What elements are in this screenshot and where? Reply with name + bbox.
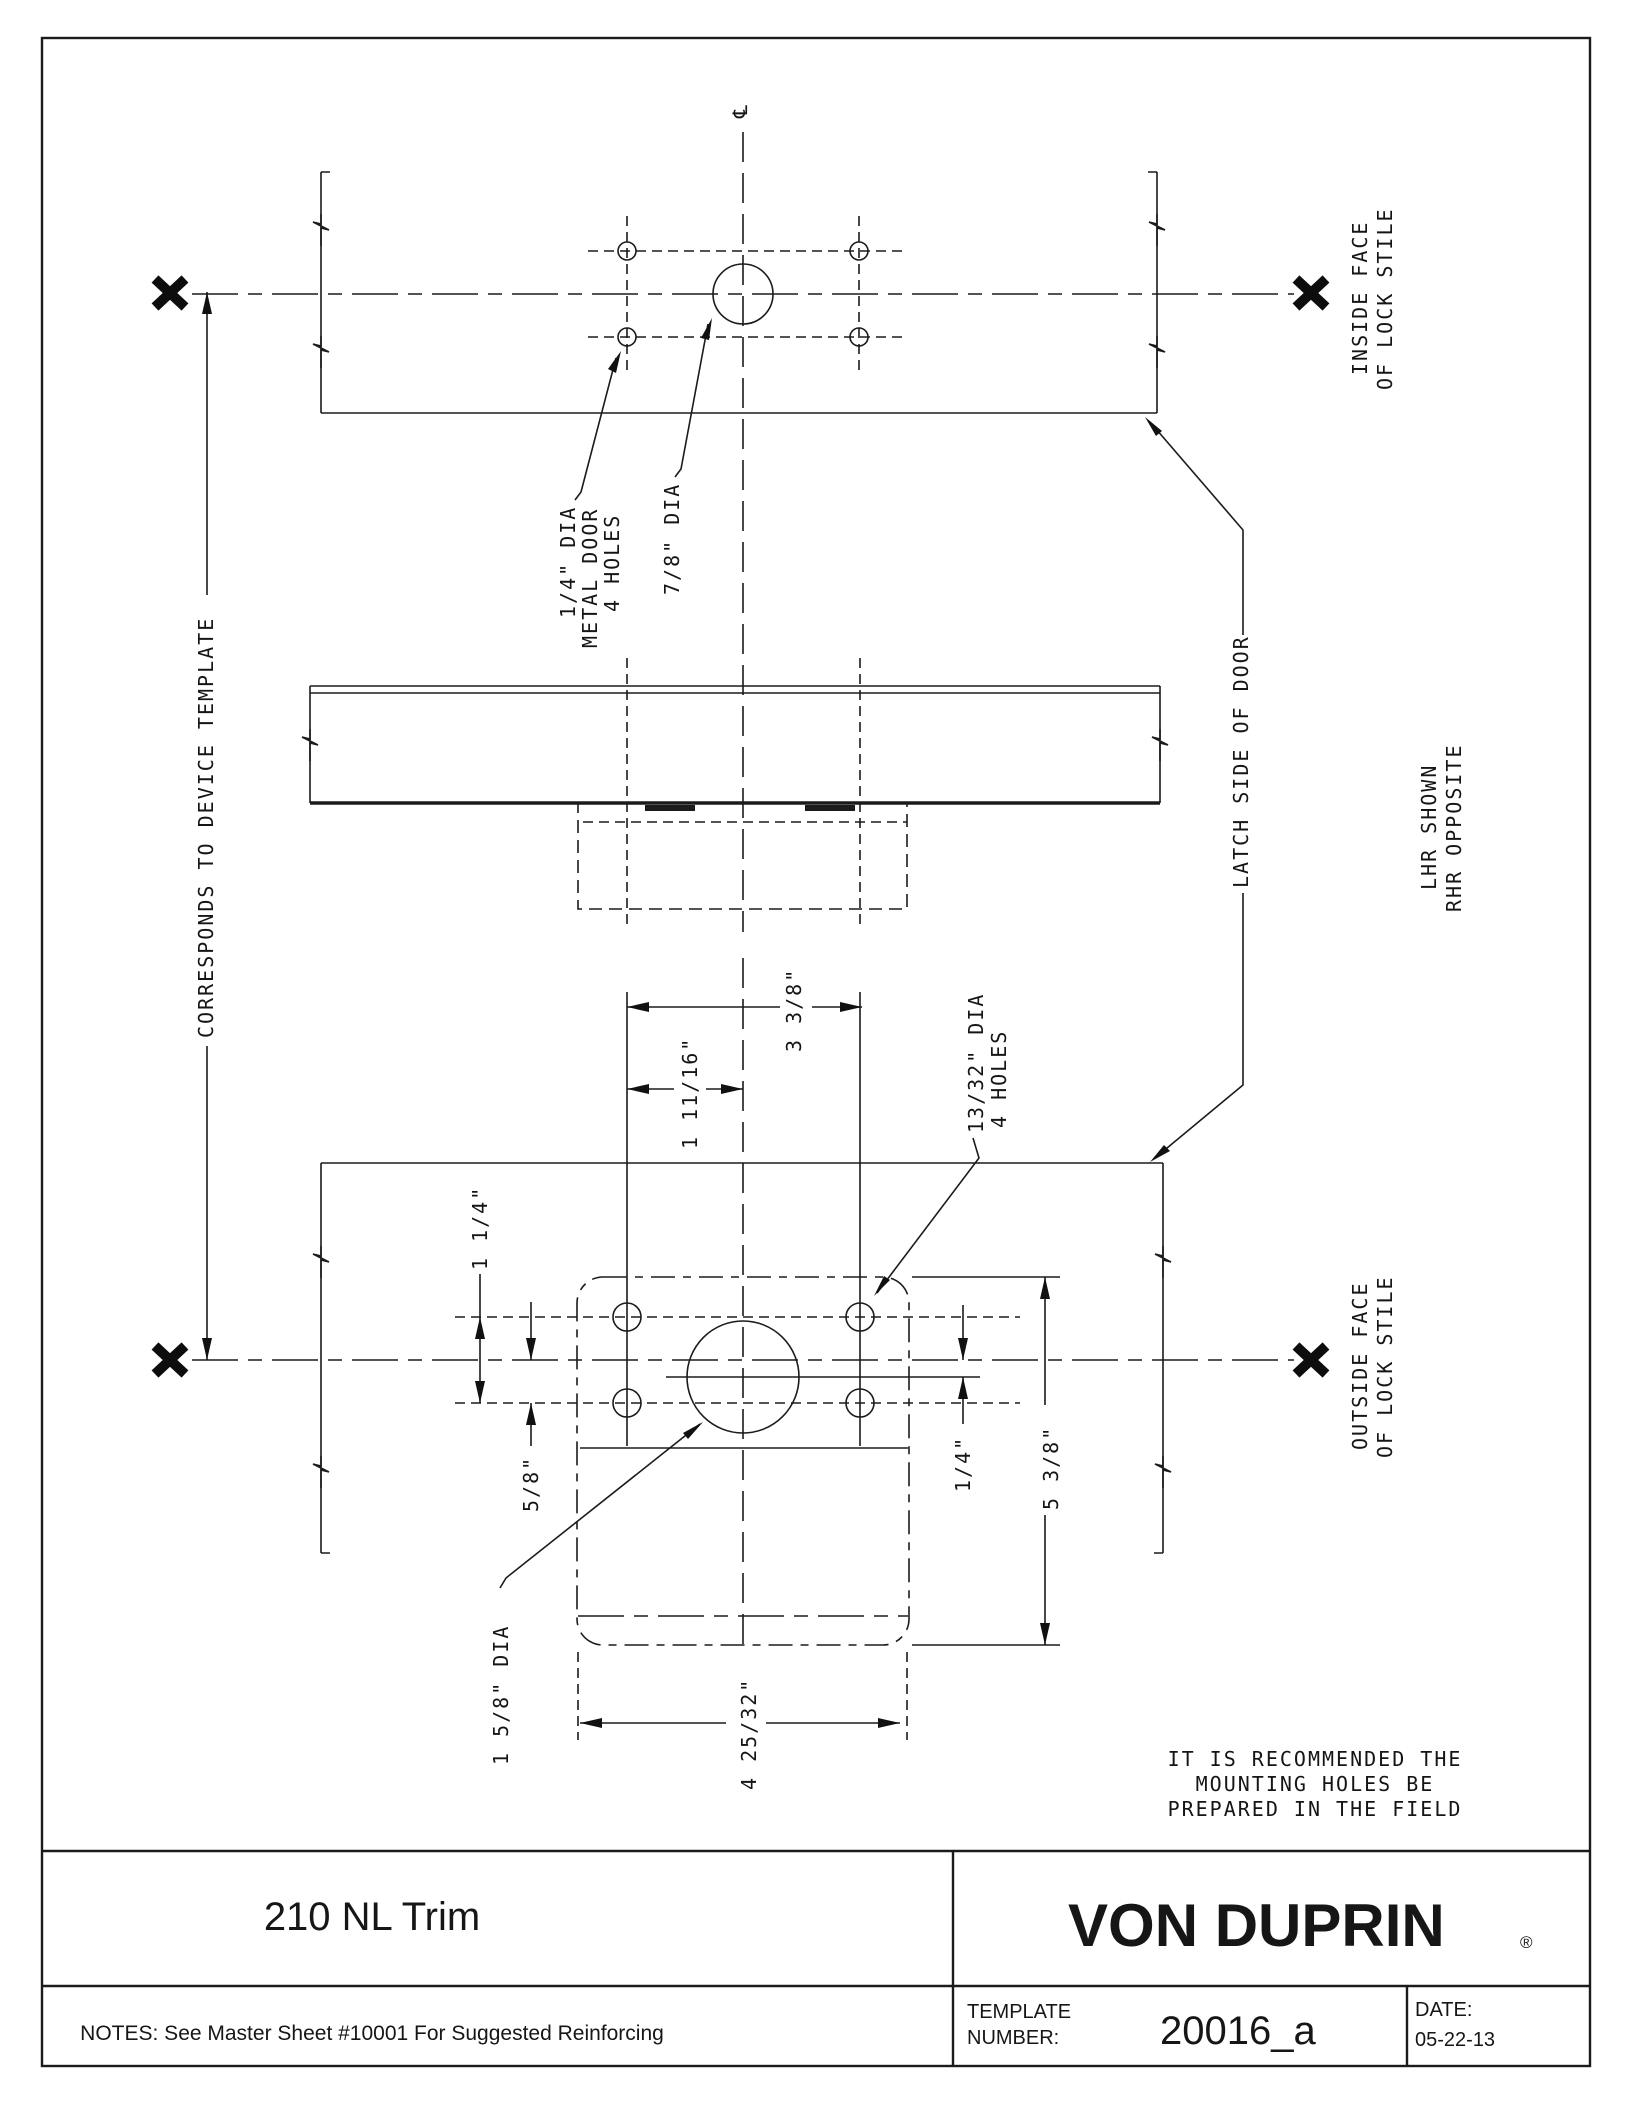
latch-side-label: LATCH SIDE OF DOOR: [1229, 635, 1253, 888]
handing-label-2: RHR OPPOSITE: [1442, 744, 1466, 913]
page-border: [40, 36, 1592, 2068]
hole-callout-label-1: 13/32" DIA: [964, 993, 988, 1133]
hole-callout-label-2: 4 HOLES: [987, 1030, 1011, 1128]
dim-col-to-center: 1 11/16": [678, 1037, 702, 1149]
x-marks: [151, 275, 1330, 1378]
centerlines: [192, 132, 1294, 1650]
field-note: IT IS RECOMMENDED THE MOUNTING HOLES BE …: [1168, 1747, 1463, 1821]
template-number: 20016_a: [1160, 2009, 1316, 2053]
dim-center-to-row: 5/8": [519, 1456, 543, 1512]
inside-face-label-1: INSIDE FACE: [1348, 221, 1372, 375]
inside-face-view: [312, 171, 1166, 414]
inside-face-label-2: OF LOCK STILE: [1373, 207, 1397, 390]
inside-face-callouts: 1/4" DIA METAL DOOR 4 HOLES 7/8" DIA INS…: [556, 207, 1397, 648]
field-note-line-3: PREPARED IN THE FIELD: [1168, 1797, 1463, 1821]
quarter-dia-label-3: 4 HOLES: [600, 514, 624, 612]
dim-plate-height: 5 3/8": [1039, 1426, 1063, 1510]
latch-side-callout: LATCH SIDE OF DOOR: [1145, 417, 1253, 1162]
corresponds-label: CORRESPONDS TO DEVICE TEMPLATE: [194, 617, 218, 1038]
dim-center-offset: 1/4": [951, 1436, 975, 1492]
registered-mark: ®: [1520, 1933, 1533, 1952]
outside-face-view: [312, 992, 1172, 1740]
field-note-line-2: MOUNTING HOLES BE: [1196, 1772, 1435, 1796]
date-value: 05-22-13: [1415, 2029, 1495, 2051]
outside-face-label-2: OF LOCK STILE: [1373, 1275, 1397, 1458]
notes-line: NOTES: See Master Sheet #10001 For Sugge…: [80, 2022, 664, 2045]
handing-note: LHR SHOWN RHR OPPOSITE: [1417, 744, 1466, 913]
field-note-line-1: IT IS RECOMMENDED THE: [1168, 1747, 1463, 1771]
handing-label-1: LHR SHOWN: [1417, 764, 1441, 890]
brand-logo: VON DUPRIN: [1068, 1892, 1445, 1959]
template-label-1: TEMPLATE: [967, 2001, 1071, 2023]
dim-hole-cols: 3 3/8": [782, 968, 806, 1052]
date-label: DATE:: [1415, 1999, 1472, 2021]
dimensions: 3 3/8" 1 11/16" 1 1/4" 5/8" 1/4" 5 3/8" …: [468, 968, 1063, 1790]
quarter-dia-label-2: METAL DOOR: [578, 508, 602, 648]
seven-eighths-label: 7/8" DIA: [660, 483, 684, 595]
sheet-title: 210 NL Trim: [264, 1895, 480, 1939]
dim-hole-rows: 1 1/4": [468, 1186, 492, 1270]
centerline-symbol: ℄: [728, 103, 752, 119]
template-label-2: NUMBER:: [967, 2027, 1059, 2049]
quarter-dia-label-1: 1/4" DIA: [556, 506, 580, 618]
title-block: 210 NL Trim VON DUPRIN ® NOTES: See Mast…: [42, 1849, 1590, 2066]
outside-face-callouts: 13/32" DIA 4 HOLES 1 5/8" DIA OUTSIDE FA…: [489, 993, 1397, 1765]
outside-face-label-1: OUTSIDE FACE: [1348, 1282, 1372, 1451]
dim-plate-width: 4 25/32": [737, 1678, 761, 1790]
corresponds-dimension: CORRESPONDS TO DEVICE TEMPLATE: [194, 292, 218, 1360]
big-hole-label: 1 5/8" DIA: [489, 1625, 513, 1765]
door-edge-view: [301, 658, 1169, 928]
